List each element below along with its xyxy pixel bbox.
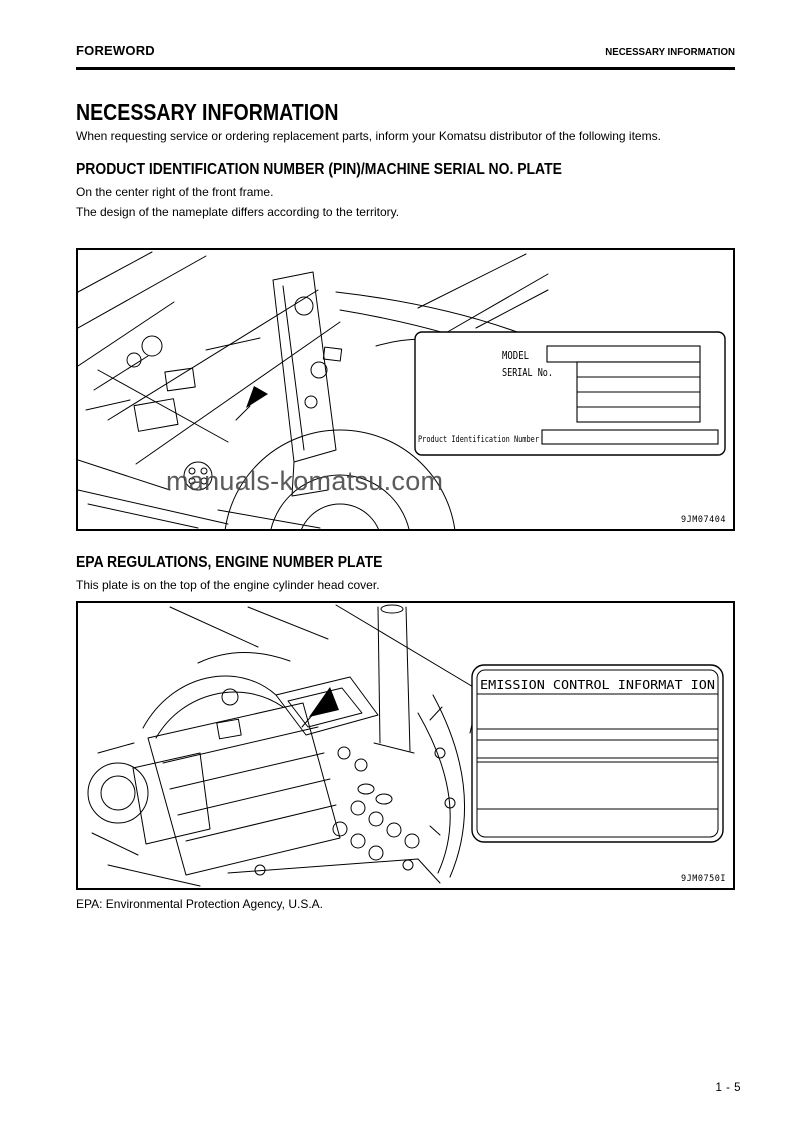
location-arrow-icon <box>235 386 268 421</box>
emission-plate-drawing: EMISSION CONTROL INFORMAT ION <box>471 664 724 843</box>
pin-section-heading: PRODUCT IDENTIFICATION NUMBER (PIN)/MACH… <box>76 161 616 179</box>
figure-code: 9JM0750I <box>681 874 726 884</box>
header-rule <box>76 67 735 70</box>
boom-pillar <box>169 604 481 754</box>
bolt-row-detail <box>227 783 441 884</box>
machine-line-drawing: MODEL SERIAL No. Product Identification … <box>78 251 726 529</box>
figure-engine-plate: EMISSION CONTROL INFORMAT ION 9JM0750I <box>76 601 735 890</box>
model-label: MODEL <box>502 350 529 362</box>
air-cleaner <box>87 742 211 887</box>
chassis-edge <box>417 694 466 878</box>
cylinder-head-cover <box>275 676 379 772</box>
intro-paragraph: When requesting service or ordering repl… <box>76 129 661 143</box>
engine-line-drawing: EMISSION CONTROL INFORMAT ION <box>87 604 724 887</box>
front-frame-detail <box>78 289 341 529</box>
page-title: NECESSARY INFORMATION <box>76 99 385 125</box>
pin-section-line1: On the center right of the front frame. <box>76 185 274 199</box>
page-number: 1 - 5 <box>715 1082 741 1094</box>
serial-label: SERIAL No. <box>502 367 553 379</box>
figure-code: 9JM07404 <box>681 515 726 525</box>
location-arrow-icon <box>301 687 339 728</box>
header-section-text: NECESSARY INFORMATION <box>605 46 735 58</box>
pin-nameplate-drawing: MODEL SERIAL No. Product Identification … <box>414 331 726 456</box>
pin-label: Product Identification Number <box>418 435 539 445</box>
epa-section-heading-text: EPA REGULATIONS, ENGINE NUMBER PLATE <box>76 554 383 571</box>
frame-hatching <box>78 251 549 391</box>
epa-section-heading: EPA REGULATIONS, ENGINE NUMBER PLATE <box>76 554 416 572</box>
header-chapter-label: FOREWORD <box>76 43 155 58</box>
emission-plate-title: EMISSION CONTROL INFORMAT ION <box>480 677 715 692</box>
epa-section-line1: This plate is on the top of the engine c… <box>76 578 380 592</box>
engine-block <box>142 652 341 876</box>
epa-footnote: EPA: Environmental Protection Agency, U.… <box>76 897 324 911</box>
loader-arm-bracket <box>272 271 343 497</box>
tire-arcs <box>224 429 456 529</box>
pin-section-heading-text: PRODUCT IDENTIFICATION NUMBER (PIN)/MACH… <box>76 161 562 178</box>
pin-section-line2: The design of the nameplate differs acco… <box>76 205 400 219</box>
page-title-text: NECESSARY INFORMATION <box>76 99 339 125</box>
figure-pin-plate: MODEL SERIAL No. Product Identification … <box>76 248 735 531</box>
header-section-label: NECESSARY INFORMATION <box>594 46 735 58</box>
leader-lines <box>429 706 443 836</box>
watermark: manuals-komatsu.com <box>166 466 444 496</box>
